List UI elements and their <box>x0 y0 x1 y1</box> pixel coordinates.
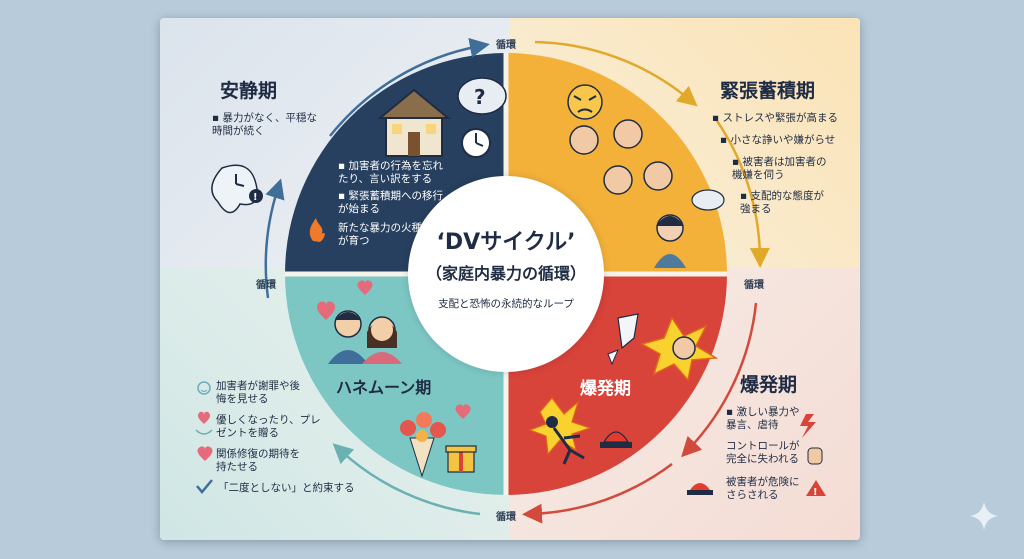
arrow-explosion-down <box>681 302 758 458</box>
arrow-top-to-tension <box>534 40 698 107</box>
tension-note-3: ▪ 被害者は加害者の機嫌を伺う <box>732 156 827 181</box>
dv-cycle-card: ? <box>160 18 860 540</box>
house-icon <box>377 88 451 157</box>
arrow-honeymoon-left <box>332 443 481 516</box>
explosion-note-3: 被害者が危険にさらされる <box>726 476 800 501</box>
cycle-label-bottom: 循環 <box>496 512 516 523</box>
svg-text:!: ! <box>813 487 818 498</box>
center-tagline: 支配と恐怖の永続的なループ <box>438 298 574 310</box>
svg-text:!: ! <box>253 192 258 203</box>
gift-icon <box>445 445 477 473</box>
explosion-wedge-title: 爆発期 <box>580 379 631 399</box>
question-bubble-icon: ? <box>457 77 507 115</box>
fire-icon <box>309 218 325 242</box>
stop-hand-icon <box>807 447 823 465</box>
honeymoon-note-2: 優しくなったり、プレゼントを贈る <box>216 414 321 439</box>
cycle-label-left: 循環 <box>256 280 276 291</box>
worried-woman-icon <box>654 214 686 268</box>
arrow-tension-to-explosion <box>713 117 770 268</box>
heart-hands-icon <box>195 411 213 435</box>
explosion-phase-title: 爆発期 <box>740 374 798 396</box>
calm-note-1: ▪ 暴力がなく、平穏な時間が続く <box>212 112 317 137</box>
center-title: ‘DVサイクル’ <box>436 230 576 255</box>
hearts-icon <box>317 280 471 419</box>
honeymoon-phase-title: ハネムーン期 <box>336 378 432 397</box>
bouquet-icon <box>400 412 446 478</box>
broken-glass-icon <box>607 313 639 366</box>
arrow-explosion-to-honeymoon <box>522 463 673 524</box>
center-circle: ‘DVサイクル’ （家庭内暴力の循環） 支配と恐怖の永続的なループ <box>408 176 604 372</box>
cycle-graphic: ? <box>195 37 826 524</box>
center-subtitle: （家庭内暴力の循環） <box>425 264 586 283</box>
tension-phase-title: 緊張蓄積期 <box>720 80 816 102</box>
arrow-calm-to-tension <box>329 37 490 137</box>
check-icon <box>196 479 213 494</box>
fists-icon <box>569 119 673 195</box>
calm-wedge-note-1: ▪ 加害者の行為を忘れたり、言い訳をする <box>338 160 443 185</box>
heart-icon <box>197 446 213 461</box>
tension-note-2: ▪ 小さな諍いや嫌がらせ <box>720 134 836 146</box>
lightning-icon <box>800 414 816 438</box>
melting-clock-icon: ! <box>211 164 263 214</box>
cycle-label-right: 循環 <box>744 280 764 291</box>
warning-icon: ! <box>806 480 826 498</box>
thought-cloud-icon <box>691 189 725 211</box>
couple-icon <box>328 310 402 364</box>
honeymoon-note-3: 関係修復の期待を持たせる <box>216 448 300 473</box>
punch-icon <box>640 316 719 382</box>
calm-wedge-note-3: 新たな暴力の火種が育つ <box>338 222 422 247</box>
honeymoon-note-4: 「二度としない」と約束する <box>218 482 355 494</box>
clock-icon <box>461 128 491 158</box>
angry-face-icon <box>567 84 603 120</box>
cycle-label-top: 循環 <box>496 40 516 51</box>
siren-small-icon <box>687 483 713 495</box>
svg-text:?: ? <box>474 85 486 109</box>
smile-icon <box>197 381 211 395</box>
arrow-honeymoon-to-calm <box>264 178 285 299</box>
calm-phase-title: 安静期 <box>220 80 278 102</box>
explosion-note-2: コントロールが完全に失われる <box>726 440 800 465</box>
tension-note-1: ▪ ストレスや緊張が高まる <box>712 112 838 124</box>
sparkle-icon <box>970 502 998 530</box>
explosion-note-1: ▪ 激しい暴力や暴言、虐待 <box>726 406 800 431</box>
siren-icon <box>600 431 632 448</box>
falling-person-icon <box>528 397 592 465</box>
honeymoon-note-1: 加害者が謝罪や後悔を見せる <box>216 380 300 405</box>
calm-wedge-note-2: ▪ 緊張蓄積期への移行が始まる <box>338 190 443 215</box>
tension-note-4: ▪ 支配的な態度が強まる <box>740 190 824 215</box>
